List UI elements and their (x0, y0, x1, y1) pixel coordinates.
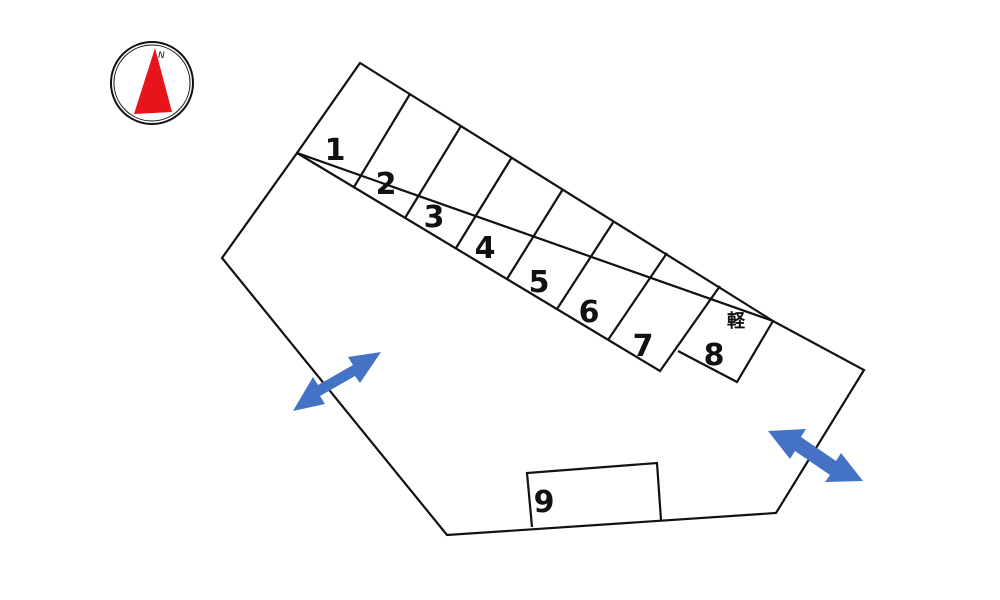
stall-number: 2 (376, 167, 397, 202)
stall-row-back-line (296, 61, 774, 322)
stall-number: 7 (633, 329, 654, 364)
north-needle-icon (134, 48, 172, 114)
stall-8-outline (677, 320, 774, 384)
stall-row-front-line (296, 152, 721, 373)
stall-number: 8 (704, 338, 725, 373)
north-label: N (158, 51, 165, 61)
lot-outline (220, 151, 866, 537)
entrance-left-arrow-icon (293, 352, 381, 411)
stall-number: 3 (424, 200, 445, 235)
stall-row (296, 61, 774, 373)
stall-number: 5 (529, 265, 550, 300)
stall-divider (607, 252, 668, 341)
stall-number: 4 (475, 231, 496, 266)
stall-divider (455, 156, 513, 249)
stall-9-outline (525, 461, 663, 528)
north-compass: N (110, 41, 194, 125)
entrance-right-arrow-icon (768, 429, 863, 482)
stall-number: 6 (579, 295, 600, 330)
compass-inner-ring (113, 44, 191, 122)
stall-divider (556, 220, 615, 310)
stall-divider (353, 93, 411, 188)
stall-divider (506, 188, 564, 280)
stall-number: 1 (325, 133, 346, 168)
stall-divider (404, 125, 462, 219)
kei-car-label: 軽 (727, 310, 746, 332)
stall-number: 9 (534, 485, 555, 520)
